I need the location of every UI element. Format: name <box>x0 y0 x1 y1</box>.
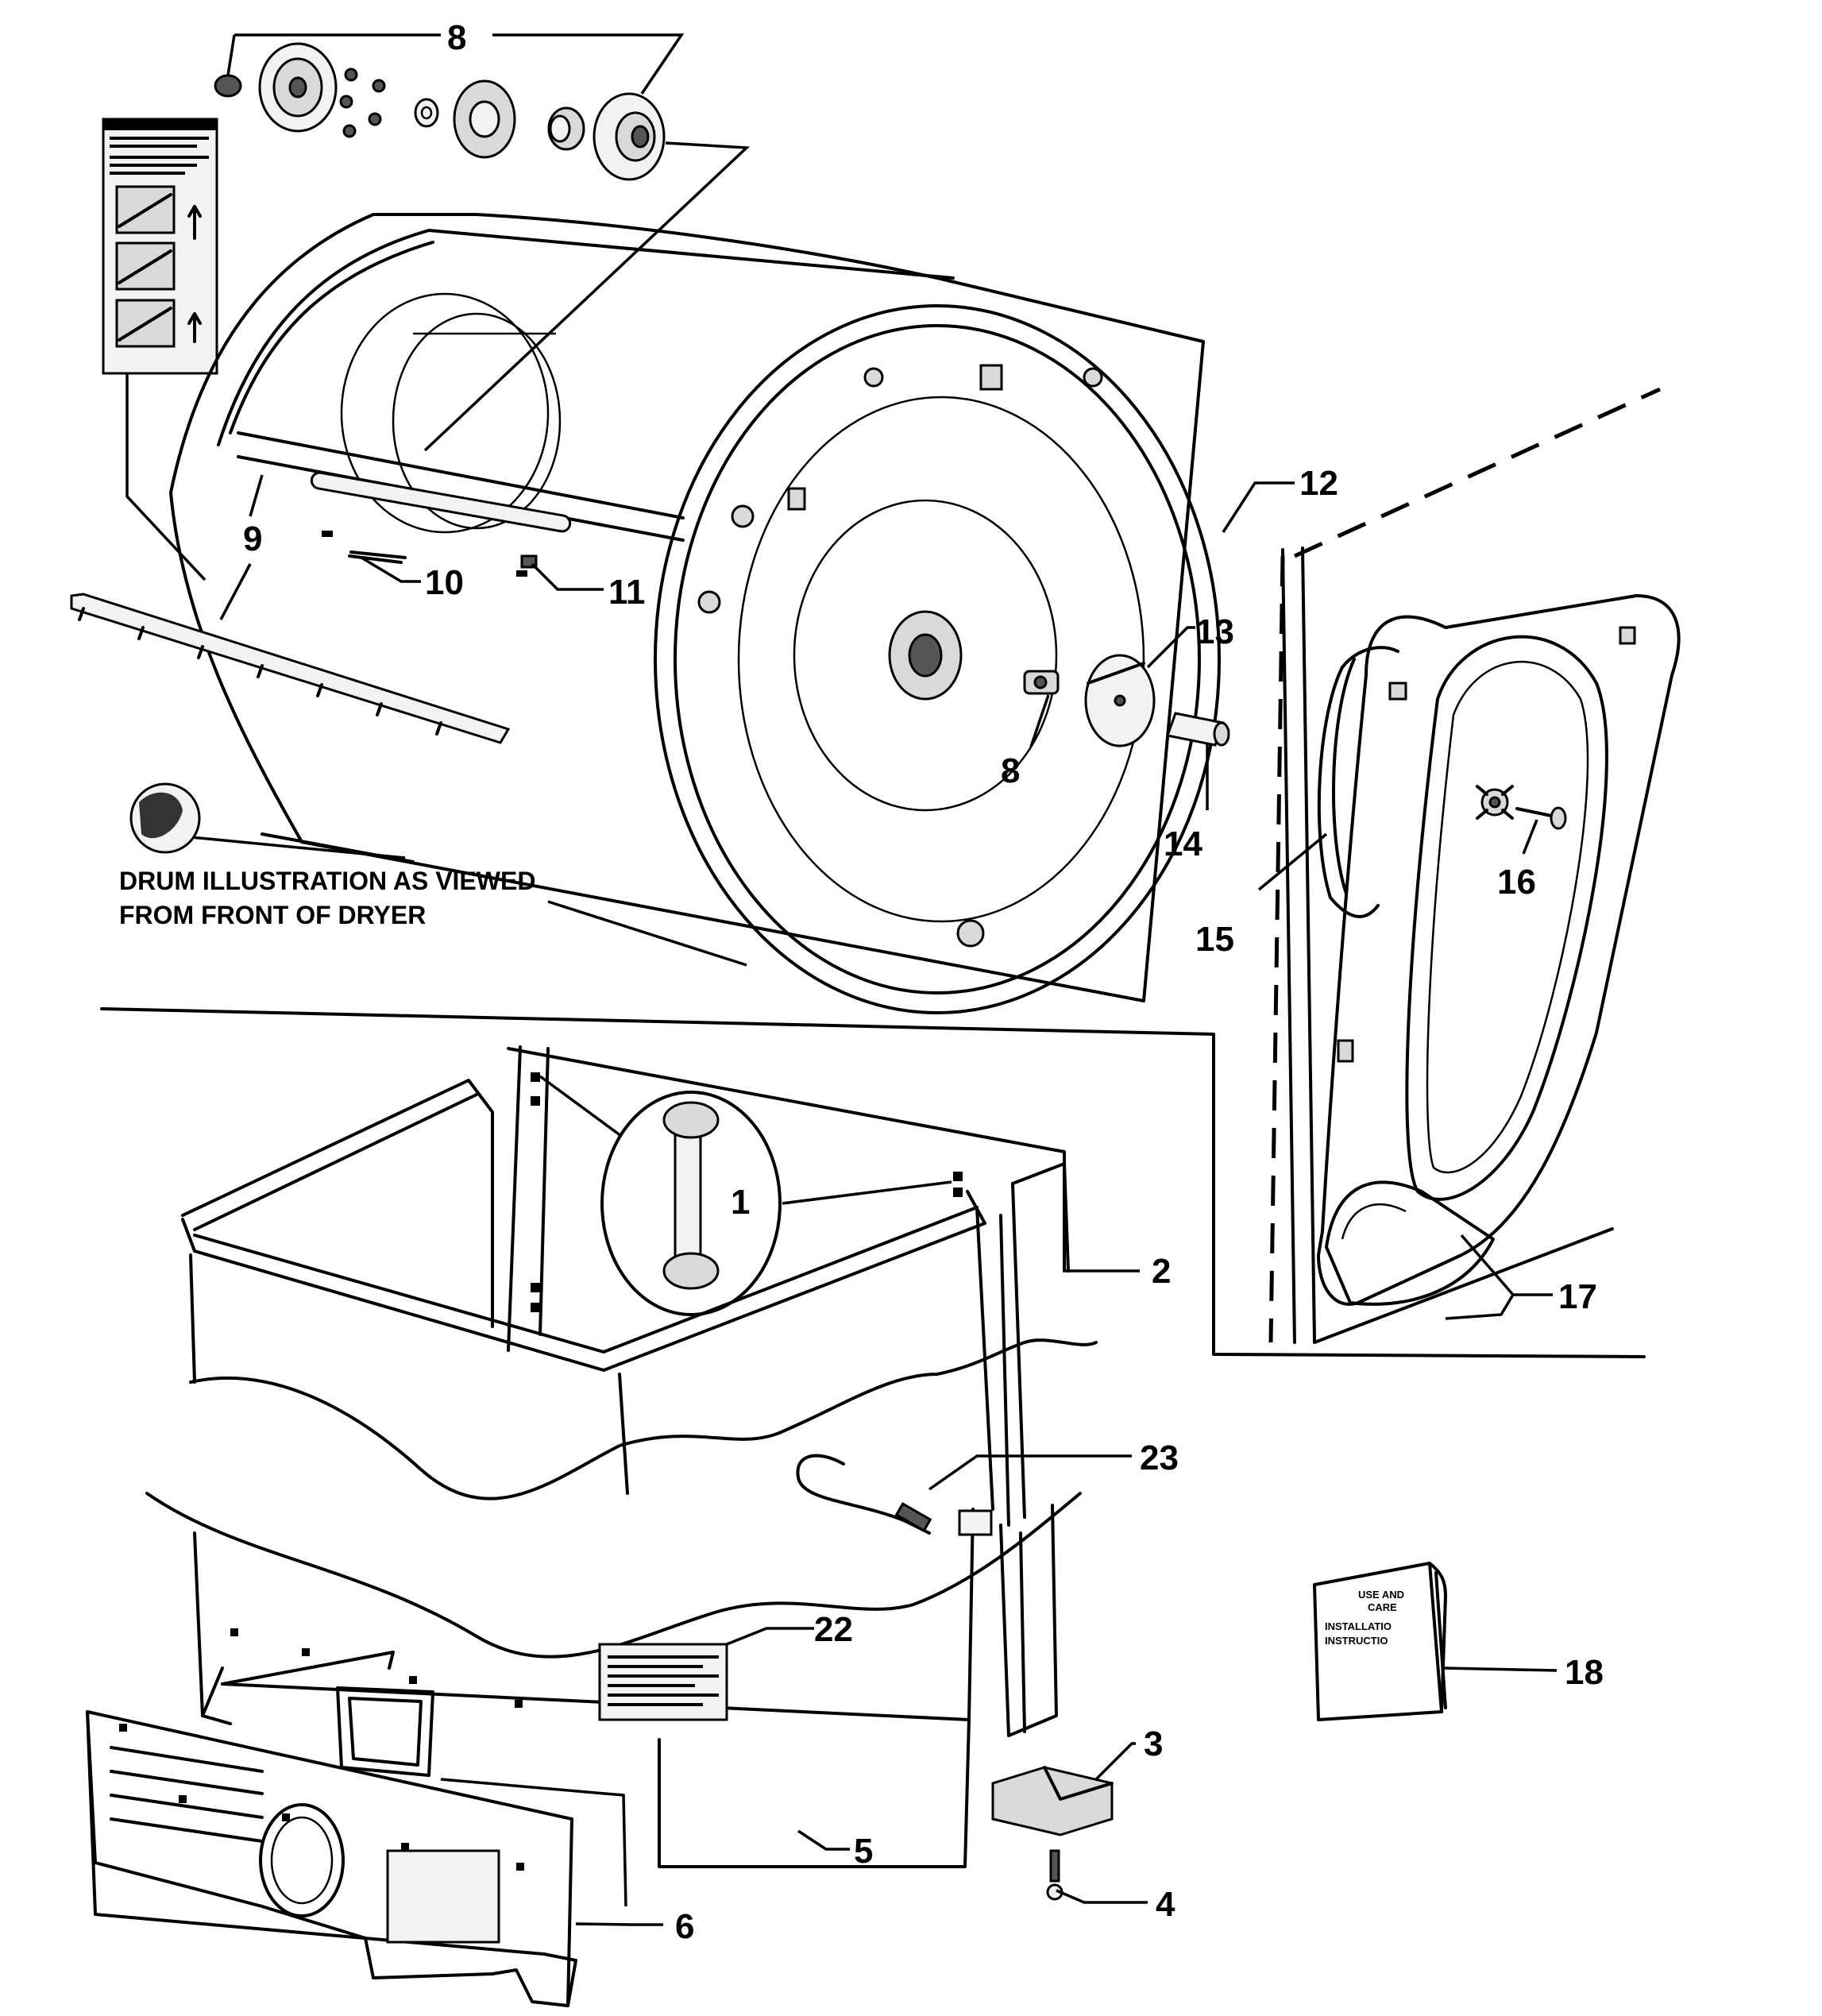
shaft-sleeve <box>1166 712 1230 747</box>
callout-label-8-mid: 8 <box>1001 751 1020 790</box>
callout-label-5: 5 <box>854 1832 873 1871</box>
drum-bearing <box>1084 654 1156 747</box>
baffle-strip <box>70 593 511 744</box>
power-cord: 23 <box>796 1439 1179 1536</box>
callout-label-16: 16 <box>1497 863 1536 902</box>
cabinet <box>145 1045 1098 1868</box>
cap-screw <box>214 74 242 98</box>
use-and-care-booklet: USE AND CARE INSTALLATIO INSTRUCTIO 18 <box>1313 1562 1604 1721</box>
bulkhead-seal-ring <box>1317 646 1399 918</box>
callout-10: 10 <box>349 550 464 602</box>
shaft-bolt-16 <box>1515 806 1567 830</box>
access-panel-gasket <box>336 1686 627 1907</box>
caption-line-1: DRUM ILLUSTRATION AS VIEWED <box>119 867 535 895</box>
drum-caption: DRUM ILLUSTRATION AS VIEWED FROM FRONT O… <box>119 867 535 929</box>
callout-label-8-top: 8 <box>447 18 466 57</box>
drum-shaft-bolt <box>1023 670 1060 695</box>
rear-bulkhead <box>1317 594 1681 1306</box>
rating-label: 22 <box>598 1610 853 1721</box>
callout-6: 6 <box>575 1907 694 1946</box>
callout-17: 17 <box>1445 1234 1597 1320</box>
rear-panel-dash-left <box>1268 555 1285 1343</box>
toe-panel <box>86 1710 577 2007</box>
callout-label-1: 1 <box>731 1183 750 1222</box>
callout-8-top: 8 <box>226 18 685 95</box>
dryer-drum <box>169 213 1221 1014</box>
small-screws <box>339 68 386 138</box>
callout-8-mid: 8 <box>1001 694 1050 790</box>
callout-label-18: 18 <box>1565 1653 1604 1692</box>
callout-16: 16 <box>1497 819 1538 902</box>
callout-label-14: 14 <box>1164 825 1202 863</box>
hardware-row <box>214 42 666 181</box>
booklet-line-1: USE AND <box>1358 1589 1404 1601</box>
booklet-line-2: CARE <box>1368 1601 1397 1613</box>
callout-5: 5 <box>797 1829 873 1871</box>
callout-label-15: 15 <box>1195 920 1234 959</box>
bearing-sleeve <box>547 106 585 151</box>
bearing-housing <box>593 92 666 181</box>
washer <box>414 98 439 128</box>
drum-roller-wheel <box>258 42 338 133</box>
callout-2: 2 <box>1066 1252 1171 1291</box>
booklet-line-3: INSTALLATIO <box>1325 1620 1392 1632</box>
leg-screw: 4 <box>1046 1849 1175 1924</box>
caption-line-2: FROM FRONT OF DRYER <box>119 901 426 929</box>
callout-label-2: 2 <box>1152 1252 1171 1291</box>
rear-panel-dash-top <box>1293 387 1662 558</box>
booklet-line-4: INSTRUCTIO <box>1325 1635 1388 1647</box>
callout-9: 9 <box>219 474 264 620</box>
callout-label-3: 3 <box>1144 1724 1163 1763</box>
callout-label-23: 23 <box>1140 1439 1179 1477</box>
leader-bearing-to-drum <box>423 141 751 452</box>
callout-13: 13 <box>1146 612 1234 669</box>
callout-14: 14 <box>1164 743 1209 863</box>
callout-label-6: 6 <box>675 1907 694 1946</box>
callout-label-9: 9 <box>243 519 262 558</box>
warning-label <box>102 118 218 581</box>
callout-label-17: 17 <box>1558 1277 1597 1316</box>
callout-label-22: 22 <box>814 1610 853 1649</box>
bulkhead-base-line <box>1313 1227 1614 1344</box>
callout-label-4: 4 <box>1156 1885 1175 1924</box>
leveling-leg-bracket: 3 <box>991 1724 1163 1836</box>
callout-11: 11 <box>520 554 646 612</box>
callout-label-11: 11 <box>608 573 646 612</box>
hinge-detail <box>538 1075 782 1316</box>
callout-label-12: 12 <box>1299 464 1338 503</box>
callout-label-13: 13 <box>1195 612 1234 651</box>
callout-1: 1 <box>731 1180 952 1222</box>
callout-12: 12 <box>1222 464 1338 533</box>
section-divider <box>100 1007 1646 1358</box>
bearing-bracket <box>453 79 516 159</box>
leader-caption-top <box>158 832 406 859</box>
callout-label-10: 10 <box>425 563 464 602</box>
callout-15: 15 <box>1195 832 1328 959</box>
rear-panel-edge <box>1281 548 1296 1344</box>
leader-caption-bottom <box>547 900 747 967</box>
drum-icon <box>129 782 201 854</box>
